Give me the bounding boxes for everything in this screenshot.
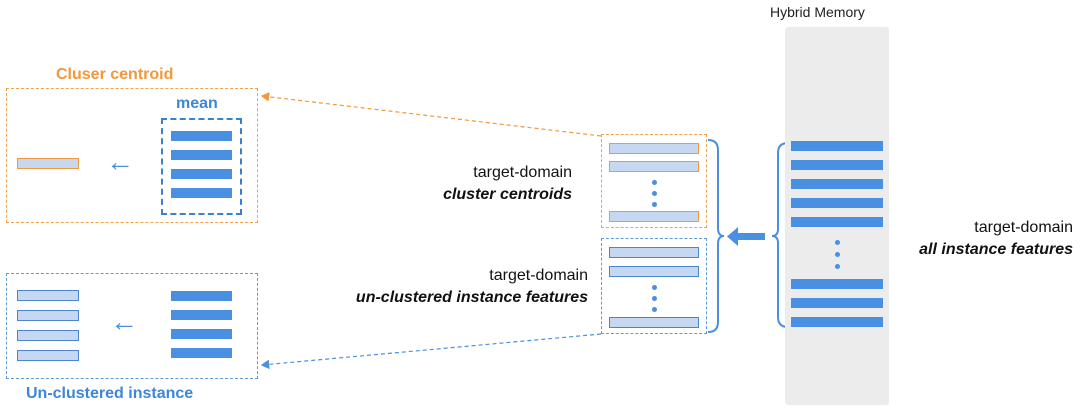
mean-bar-2 [171, 150, 232, 160]
ellipsis-dot [652, 191, 657, 196]
cluster-centroid-box [6, 88, 258, 223]
middle-unclustered-box [601, 238, 707, 334]
memory-bar-4 [791, 198, 883, 208]
memory-label-line1: target-domain [974, 219, 1073, 236]
memory-bar-2 [791, 160, 883, 170]
unclustered-left-bar-4 [17, 350, 79, 361]
unclustered-label-line1: target-domain [489, 267, 588, 284]
unclustered-right-bar-1 [171, 291, 232, 301]
mean-bar-4 [171, 188, 232, 198]
memory-bar-7 [791, 298, 883, 308]
middle-centroid-box [601, 134, 707, 228]
unclustered-box [6, 273, 258, 379]
middle-curly-brace [707, 139, 725, 333]
middle-unclustered-bar-1 [609, 247, 699, 258]
middle-centroid-bar-3 [609, 211, 699, 222]
middle-unclustered-bar-2 [609, 266, 699, 277]
unclustered-left-bar-2 [17, 310, 79, 321]
unclustered-right-bar-2 [171, 310, 232, 320]
memory-bar-1 [791, 141, 883, 151]
ellipsis-dot [652, 180, 657, 185]
unclustered-right-bar-3 [171, 329, 232, 339]
hybrid-memory-column [785, 27, 889, 405]
left-arrow-icon: ← [106, 146, 134, 177]
mean-box [161, 118, 242, 215]
orange-dashed-connector [260, 92, 602, 137]
centroid-result-bar [17, 158, 79, 169]
unclustered-left-bar-1 [17, 290, 79, 301]
memory-bar-3 [791, 179, 883, 189]
middle-centroid-bar-2 [609, 161, 699, 172]
ellipsis-dot [652, 307, 657, 312]
ellipsis-dot [652, 202, 657, 207]
middle-centroid-bar-1 [609, 143, 699, 154]
memory-bar-6 [791, 279, 883, 289]
memory-curly-brace [771, 142, 789, 328]
block-arrow-head [727, 227, 738, 246]
unclustered-label-line2: un-clustered instance features [355, 289, 588, 306]
centroids-label-line1: target-domain [473, 164, 572, 181]
ellipsis-dot [835, 252, 840, 257]
ellipsis-dot [835, 264, 840, 269]
left-arrow-icon: ← [110, 306, 138, 337]
centroids-label-line2: cluster centroids [443, 186, 572, 203]
unclustered-title: Un-clustered instance [26, 385, 194, 402]
unclustered-right-bar-4 [171, 348, 232, 358]
mean-bar-1 [171, 131, 232, 141]
ellipsis-dot [652, 285, 657, 290]
memory-bar-8 [791, 317, 883, 327]
cluster-centroid-title: Cluser centroid [56, 66, 174, 83]
memory-bar-5 [791, 217, 883, 227]
memory-label-line2: all instance features [919, 241, 1073, 258]
mean-bar-3 [171, 169, 232, 179]
mean-label: mean [176, 95, 218, 112]
block-arrow-shaft [738, 233, 765, 240]
blue-dashed-connector [260, 333, 602, 370]
ellipsis-dot [835, 240, 840, 245]
ellipsis-dot [652, 296, 657, 301]
unclustered-left-bar-3 [17, 330, 79, 341]
hybrid-memory-title: Hybrid Memory [770, 4, 865, 20]
middle-unclustered-bar-3 [609, 317, 699, 328]
